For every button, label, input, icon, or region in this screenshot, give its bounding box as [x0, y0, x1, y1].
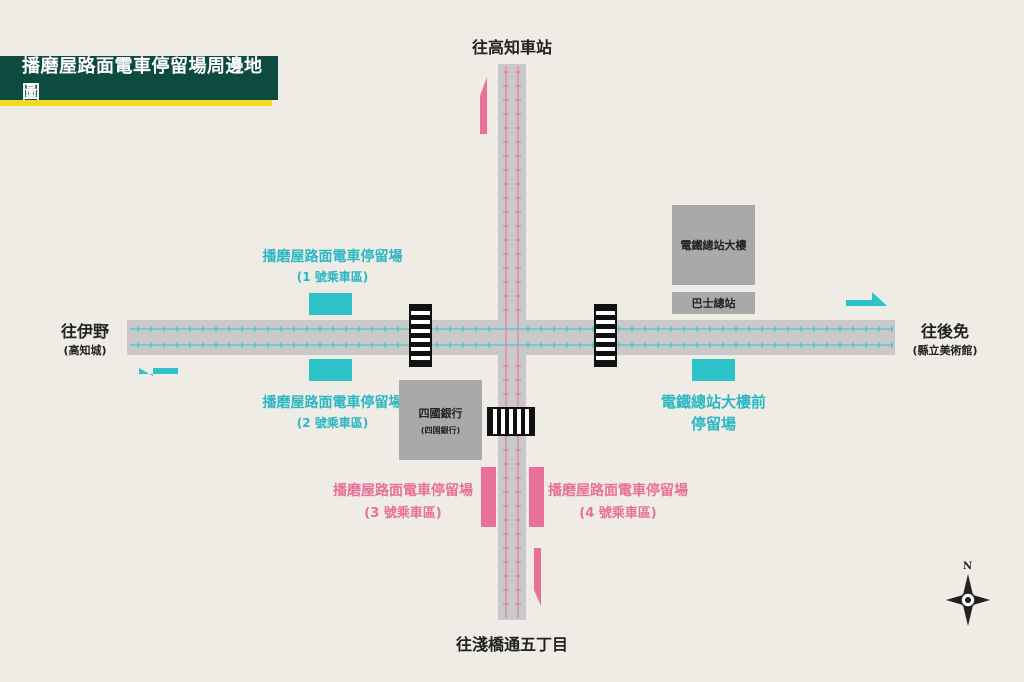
stop3-sub: (3 號乘車區) — [364, 506, 442, 521]
stop-terminal-name-line1: 電鐵總站大樓前 — [660, 393, 766, 411]
bus-terminal-name: 巴士總站 — [691, 297, 736, 310]
direction-west-sublabel: (高知城) — [63, 344, 107, 357]
stop2-sub: (2 號乘車區) — [296, 416, 369, 430]
crosswalk-west — [409, 304, 432, 367]
bus-terminal-building: 巴士總站 — [672, 292, 755, 314]
stop-terminal-name-line2: 停留場 — [690, 415, 736, 433]
crosswalk-east — [594, 304, 617, 367]
direction-west-label: 往伊野 — [60, 322, 109, 341]
crosswalk-south — [487, 407, 535, 436]
east-west-tracks — [130, 326, 893, 348]
stop1-platform[interactable] — [309, 293, 352, 315]
north-south-road — [498, 64, 526, 620]
arrow-north-icon — [480, 77, 487, 134]
stop4-sub: (4 號乘車區) — [579, 506, 657, 521]
direction-east-label: 往後免 — [920, 322, 969, 341]
arrow-south-icon — [534, 548, 541, 606]
direction-south-label: 往淺橋通五丁目 — [455, 635, 568, 654]
shikoku-bank-name: 四國銀行 — [418, 406, 463, 420]
direction-east-sublabel: (縣立美術館) — [912, 344, 978, 357]
stop3-name: 播磨屋路面電車停留場 — [333, 483, 473, 499]
stop1-sub: (1 號乘車區) — [296, 270, 369, 284]
stop4-platform[interactable] — [529, 467, 544, 527]
stop4-name: 播磨屋路面電車停留場 — [548, 483, 688, 499]
stop1-name: 播磨屋路面電車停留場 — [262, 249, 403, 265]
arrow-west-icon — [139, 368, 178, 376]
dentetsu-terminal-building: 電鐵總站大樓 — [672, 205, 755, 285]
shikoku-bank-sub: (四国銀行) — [420, 425, 461, 435]
shikoku-bank-building: 四國銀行 (四国銀行) — [399, 380, 482, 460]
stop2-platform[interactable] — [309, 359, 352, 381]
direction-north-label: 往高知車站 — [471, 38, 552, 57]
title-underline — [0, 100, 272, 106]
compass-rose-icon — [946, 574, 990, 626]
compass-north-label: N — [963, 561, 973, 572]
arrow-east-icon — [846, 292, 887, 306]
stop3-platform[interactable] — [481, 467, 496, 527]
stop-terminal-platform[interactable] — [692, 359, 735, 381]
north-south-tracks — [503, 66, 521, 618]
stop2-name: 播磨屋路面電車停留場 — [262, 395, 403, 411]
map-title: 播磨屋路面電車停留場周邊地圖 — [0, 56, 278, 103]
dentetsu-terminal-name: 電鐵總站大樓 — [680, 239, 747, 252]
